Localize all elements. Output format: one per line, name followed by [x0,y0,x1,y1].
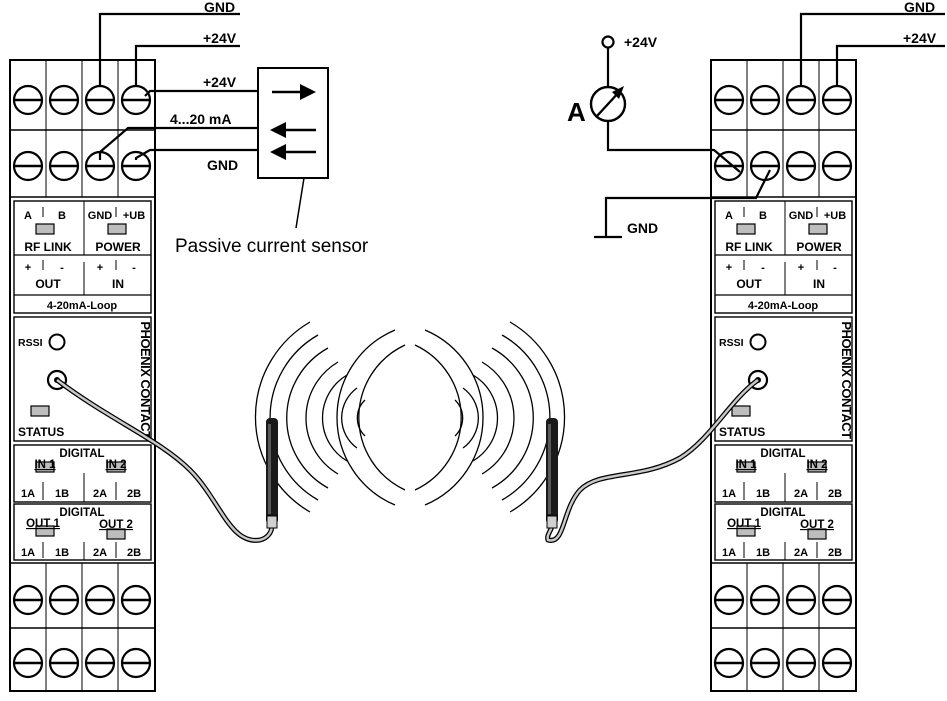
left-in2-label: IN 2 [105,459,126,471]
left-rf-a-label: A [24,210,32,222]
right-out-2a: 2A [794,547,808,559]
left-digital-in-title: DIGITAL [59,448,104,460]
left-wiring [98,12,300,160]
right-wiring [594,12,945,239]
right-brand-text: PHOENIX CONTACT [839,321,854,439]
left-in-label: IN [112,277,124,291]
left-24v-top-label: +24V [203,30,237,46]
right-in-1a: 1A [722,488,736,500]
right-loop-label: 4-20mA-Loop [748,300,819,312]
left-status-label: STATUS [18,425,64,439]
signal-label: 4...20 mA [170,111,231,127]
right-digital-out-title: DIGITAL [760,507,805,519]
radio-waves [254,321,566,513]
right-rf-a-label: A [725,210,733,222]
left-rf-b-label: B [58,210,66,222]
right-out-plus: + [726,262,732,274]
left-in-plus: + [97,262,103,274]
right-brand-logo: PHOENIX CONTACT [839,321,854,439]
right-out2-label: OUT 2 [800,519,834,531]
right-in-plus: + [798,262,804,274]
left-out-label: OUT [35,277,61,291]
right-rssi-label: RSSI [719,337,744,349]
left-in-1a: 1A [21,488,35,500]
left-power-gnd-label: GND [88,210,113,222]
right-out-minus: - [761,262,765,274]
right-out-1a: 1A [722,547,736,559]
left-in1-label: IN 1 [34,459,56,471]
right-antenna-icon [545,377,760,543]
right-power-gnd-label: GND [789,210,814,222]
left-module: A B GND +UB RF LINK POWER + - + - OUT IN… [10,60,155,691]
right-out-1b: 1B [756,547,770,559]
left-brand-logo: PHOENIX CONTACT [138,321,153,439]
left-in-2b: 2B [127,488,141,500]
left-in-minus: - [132,262,136,274]
left-rssi-label: RSSI [18,337,43,349]
meter-24v-label: +24V [624,34,658,50]
right-rf-b-label: B [759,210,767,222]
right-in-label: IN [813,277,825,291]
left-out2-label: OUT 2 [99,519,133,531]
right-in-1b: 1B [756,488,770,500]
left-in-1b: 1B [55,488,69,500]
right-out1-label: OUT 1 [727,518,761,530]
right-in-minus: - [833,262,837,274]
left-antenna-icon [55,378,278,543]
right-status-label: STATUS [719,425,765,439]
passive-current-sensor [257,67,329,229]
right-in1-label: IN 1 [735,459,757,471]
left-out-plus: + [25,262,31,274]
left-out1-label: OUT 1 [26,518,60,530]
left-gnd-top-label: GND [204,0,235,15]
right-out-label: OUT [736,277,762,291]
right-in-2a: 2A [794,488,808,500]
right-in-2b: 2B [828,488,842,500]
left-brand-text: PHOENIX CONTACT [138,321,153,439]
supply-terminal-icon [601,35,615,49]
left-rf-link-label: RF LINK [24,240,72,254]
left-out-1a: 1A [21,547,35,559]
sensor-24v-label: +24V [203,74,237,90]
left-loop-label: 4-20mA-Loop [47,300,118,312]
right-power-ub-label: +UB [824,210,846,222]
left-power-label: POWER [95,240,141,254]
left-out-2b: 2B [127,547,141,559]
left-out-2a: 2A [93,547,107,559]
right-rf-link-label: RF LINK [725,240,773,254]
left-digital-out-title: DIGITAL [59,507,104,519]
right-digital-in-title: DIGITAL [760,448,805,460]
left-power-ub-label: +UB [123,210,145,222]
right-out-2b: 2B [828,547,842,559]
right-24v-top-label: +24V [903,30,937,46]
left-in-2a: 2A [93,488,107,500]
right-gnd-top-label: GND [904,0,935,15]
ammeter-icon [589,85,627,123]
sensor-gnd-label: GND [207,157,238,173]
right-power-label: POWER [796,240,842,254]
ammeter-label: A [567,97,586,127]
sensor-caption: Passive current sensor [175,236,369,257]
meter-gnd-label: GND [627,220,658,236]
right-module: A B GND +UB RF LINK POWER + - + - OUT IN… [711,60,856,691]
right-in2-label: IN 2 [806,459,827,471]
left-out-minus: - [60,262,64,274]
left-out-1b: 1B [55,547,69,559]
